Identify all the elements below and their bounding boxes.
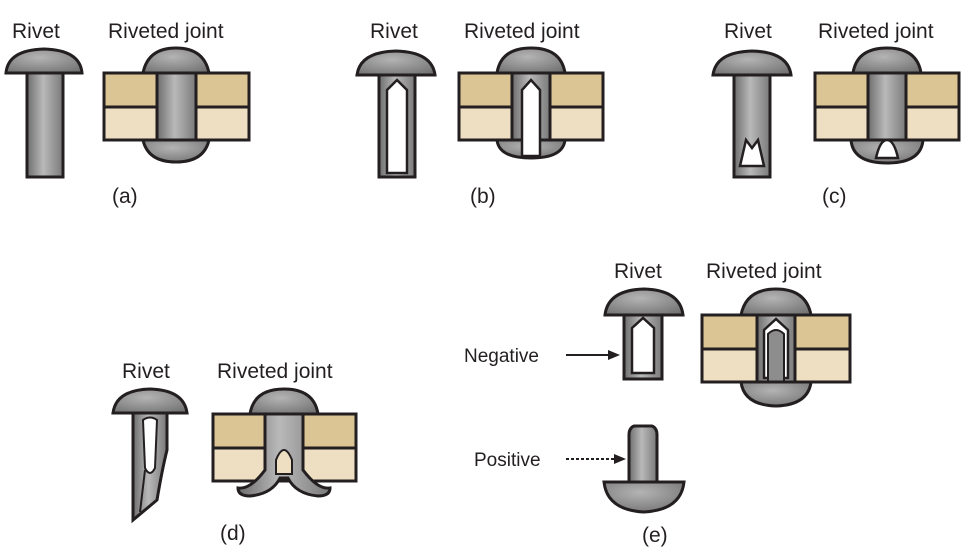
rivet-d [111, 387, 189, 524]
rivet-b [355, 49, 437, 179]
riveted-joint-b [457, 46, 605, 160]
caption-c: (c) [822, 185, 847, 208]
negative-label: Negative [464, 346, 539, 367]
positive-arrow [566, 454, 626, 464]
riveted-joint-a [102, 46, 251, 164]
panel-e: Rivet Riveted joint (e) Negative Positiv… [464, 260, 852, 547]
riveted-joint-d [211, 387, 358, 498]
joint-label-b: Riveted joint [464, 20, 580, 43]
positive-label: Positive [474, 450, 541, 471]
joint-label-c: Riveted joint [818, 20, 934, 43]
caption-d: (d) [220, 522, 246, 545]
rivet-label-d: Rivet [122, 360, 170, 383]
rivet-label-e: Rivet [614, 260, 662, 283]
riveted-joint-c [813, 46, 961, 165]
caption-e: (e) [642, 524, 668, 547]
caption-b: (b) [470, 185, 496, 208]
negative-arrow [566, 350, 620, 360]
rivet-e-positive [602, 424, 686, 514]
rivet-label-c: Rivet [724, 20, 772, 43]
panel-d: Rivet Riveted joint (d) [111, 360, 358, 545]
riveted-joint-e [700, 287, 852, 408]
panel-b: Rivet Riveted joint (b) [355, 20, 605, 208]
rivet-label-a: Rivet [12, 20, 60, 43]
rivet-c [711, 49, 793, 179]
caption-a: (a) [112, 185, 138, 208]
joint-label-d: Riveted joint [217, 360, 333, 383]
panel-c: Rivet Riveted joint (c) [711, 20, 961, 208]
rivet-a [4, 47, 84, 179]
joint-label-e: Riveted joint [706, 260, 822, 283]
rivet-label-b: Rivet [370, 20, 418, 43]
rivet-e-negative [603, 287, 685, 381]
joint-label-a: Riveted joint [108, 20, 224, 43]
panel-a: Rivet Riveted joint (a) [4, 20, 251, 208]
